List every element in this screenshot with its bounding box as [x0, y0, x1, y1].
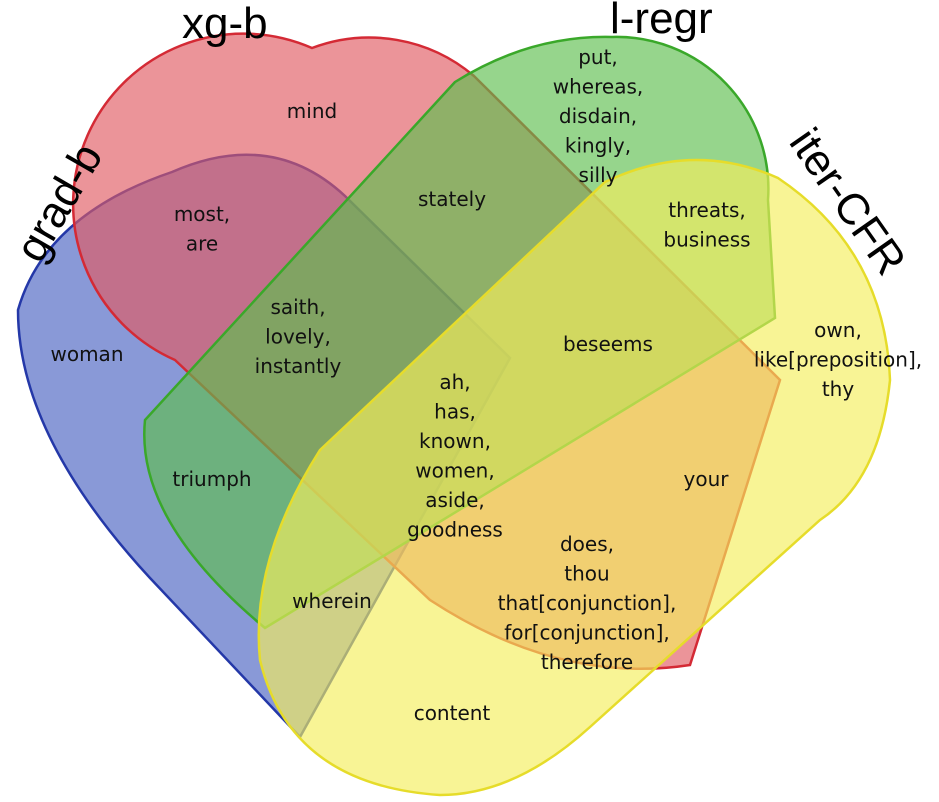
region-word: woman — [50, 342, 123, 366]
region-xg-b-l-regr-iter-cfr: beseems — [563, 332, 653, 356]
region-grad-b-l-regr: triumph — [172, 467, 251, 491]
region-word: stately — [418, 187, 486, 211]
region-xg-b-only: mind — [287, 99, 337, 123]
region-word: women, — [415, 458, 494, 482]
region-xg-b-iter-cfr: your — [684, 467, 730, 491]
region-word: for[conjunction], — [504, 620, 670, 644]
region-word: disdain, — [559, 104, 637, 128]
region-word: put, — [578, 45, 618, 69]
region-word: aside, — [425, 488, 485, 512]
set-shape-iter-cfr — [257, 158, 892, 797]
region-grad-b-xg-b-l-regr: saith, lovely, instantly — [255, 295, 342, 378]
region-word: saith, — [270, 295, 325, 319]
region-word: beseems — [563, 332, 653, 356]
region-word: your — [684, 467, 730, 491]
region-word: threats, — [668, 198, 745, 222]
region-grad-b-iter-cfr: content — [414, 701, 491, 725]
region-word: ah, — [439, 370, 470, 394]
region-word: has, — [434, 399, 476, 423]
region-word: therefore — [541, 650, 633, 674]
region-xg-b-l-regr: stately — [418, 187, 486, 211]
region-word: whereas, — [553, 74, 643, 98]
region-word: content — [414, 701, 491, 725]
region-word: silly — [579, 163, 618, 187]
region-word: lovely, — [265, 324, 331, 348]
region-word: are — [186, 231, 218, 255]
region-iter-cfr-only: own, like[preposition], thy — [754, 318, 922, 401]
region-word: wherein — [292, 589, 372, 613]
region-word: known, — [419, 429, 491, 453]
region-l-regr-only: put, whereas, disdain, kingly, silly — [553, 45, 643, 187]
region-word: thy — [822, 377, 855, 401]
region-word: own, — [814, 318, 862, 342]
region-word: kingly, — [565, 133, 631, 157]
set-label-l-regr: l-regr — [610, 0, 713, 43]
region-l-regr-iter-cfr: threats, business — [663, 198, 750, 252]
region-word: business — [663, 227, 750, 251]
region-grad-b-xg-b: most, are — [174, 202, 230, 256]
region-word: thou — [564, 561, 609, 585]
region-word: does, — [560, 532, 614, 556]
region-word: that[conjunction], — [498, 591, 677, 615]
region-grad-b-l-regr-iter-cfr: wherein — [292, 589, 372, 613]
region-grad-b-xg-b-iter-cfr: does, thou that[conjunction], for[conjuncti… — [498, 532, 677, 674]
region-grad-b-only: woman — [50, 342, 123, 366]
set-shapes — [16, 32, 892, 797]
set-label-xg-b: xg-b — [182, 0, 268, 48]
region-word: mind — [287, 99, 337, 123]
region-labels: woman mind put, whereas, disdain, kingly, sill… — [50, 45, 922, 725]
region-word: triumph — [172, 467, 251, 491]
region-word: most, — [174, 202, 230, 226]
region-word: like[preposition], — [754, 347, 922, 371]
region-word: goodness — [407, 517, 503, 541]
region-word: instantly — [255, 354, 342, 378]
region-all-four: ah, has, known, women, aside, goodness — [407, 370, 503, 542]
